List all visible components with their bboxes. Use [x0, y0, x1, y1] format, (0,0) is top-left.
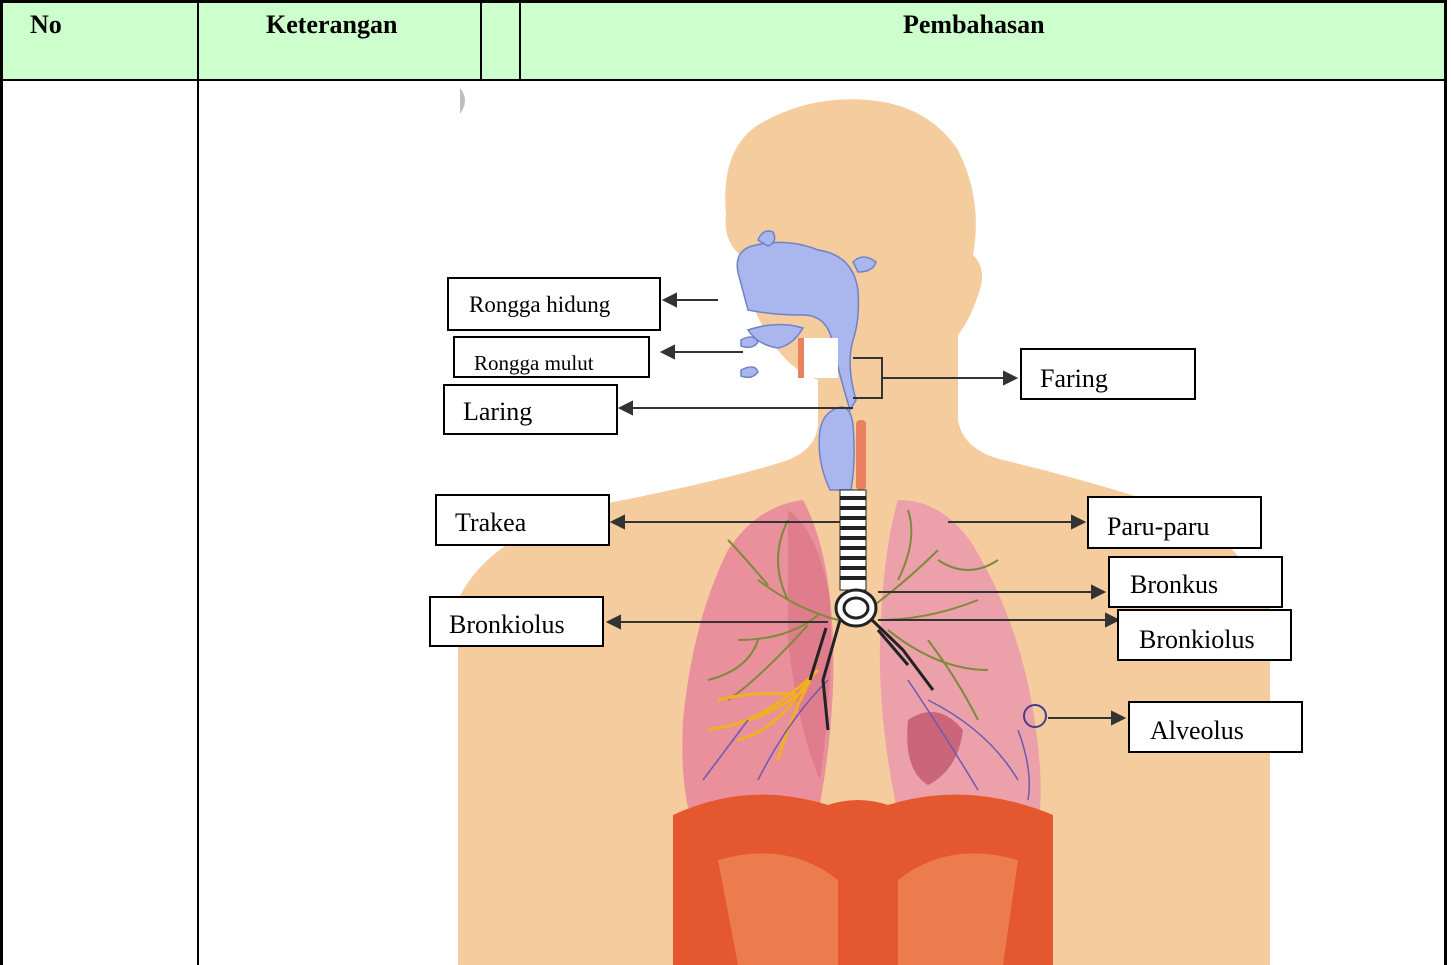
header-no: No	[30, 10, 62, 40]
label-rongga-hidung: Rongga hidung	[447, 277, 661, 331]
image-edge-artifact	[460, 88, 465, 114]
label-alveolus: Alveolus	[1128, 701, 1303, 753]
label-faring-text: Faring	[1040, 364, 1108, 394]
table-border-top	[0, 0, 1447, 3]
header-keterangan: Keterangan	[266, 10, 397, 40]
header-pembahasan: Pembahasan	[903, 10, 1045, 40]
lips	[741, 337, 758, 377]
label-paru-paru-text: Paru-paru	[1107, 512, 1210, 542]
label-bronkiolus-left: Bronkiolus	[429, 596, 604, 647]
diaphragm-highlight	[718, 853, 838, 965]
table-border-right	[1444, 0, 1447, 965]
label-rongga-hidung-text: Rongga hidung	[469, 292, 610, 318]
label-bronkus: Bronkus	[1108, 556, 1283, 608]
tongue	[798, 338, 804, 378]
label-alveolus-text: Alveolus	[1150, 716, 1244, 746]
column-divider-2	[480, 0, 482, 80]
header-cell-empty	[481, 3, 520, 79]
esophagus	[856, 420, 866, 490]
column-divider-1	[197, 0, 199, 965]
label-rongga-mulut-text: Rongga mulut	[474, 351, 594, 376]
label-bronkus-text: Bronkus	[1130, 570, 1218, 600]
label-trakea-text: Trakea	[455, 508, 526, 538]
table-border-left	[0, 0, 3, 965]
label-trakea: Trakea	[435, 494, 610, 546]
label-bronkiolus-right-text: Bronkiolus	[1139, 625, 1255, 655]
label-laring: Laring	[443, 384, 618, 435]
label-paru-paru: Paru-paru	[1087, 496, 1262, 549]
label-faring: Faring	[1020, 348, 1196, 400]
throat-gap	[802, 338, 838, 378]
column-divider-3	[519, 0, 521, 80]
label-bronkiolus-left-text: Bronkiolus	[449, 610, 565, 640]
label-laring-text: Laring	[463, 397, 532, 427]
label-bronkiolus-right: Bronkiolus	[1117, 609, 1292, 661]
diaphragm-highlight-right	[898, 853, 1018, 965]
larynx	[819, 407, 854, 490]
label-rongga-mulut: Rongga mulut	[453, 336, 650, 378]
